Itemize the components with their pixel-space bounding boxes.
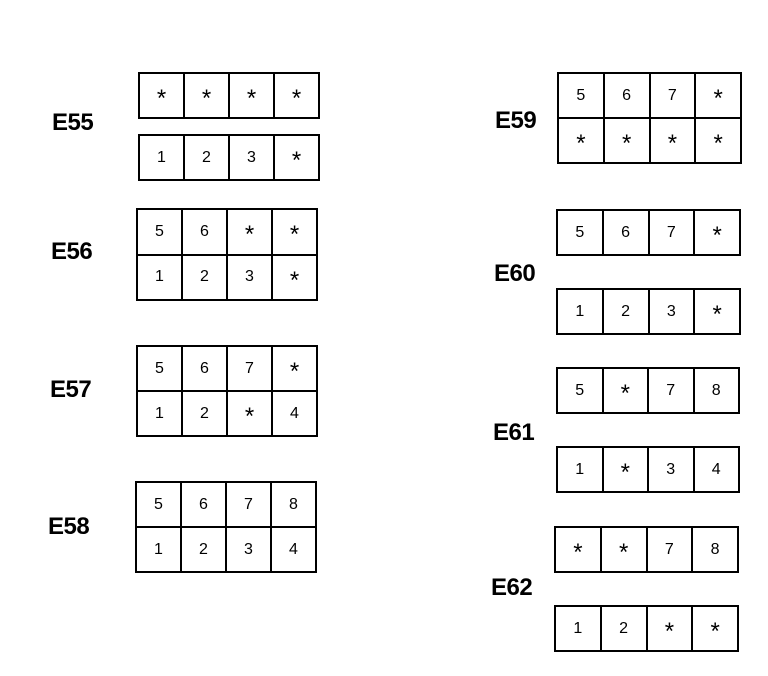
connector-label: E59 (495, 107, 537, 134)
pin-cell: 3 (227, 528, 272, 573)
pin-cell: 1 (140, 136, 185, 181)
pin-cell: 4 (272, 528, 317, 573)
pin-cell: 6 (182, 483, 227, 528)
pin-cell: 1 (138, 255, 183, 301)
connector-label: E62 (491, 574, 533, 601)
pin-cell: 5 (558, 369, 604, 414)
pin-cell: 5 (138, 210, 183, 256)
pin-cell: 2 (183, 255, 228, 301)
pin-cell: 1 (138, 392, 183, 437)
pin-cell-unused: * (603, 369, 649, 414)
pin-cell: 3 (649, 290, 696, 335)
pin-cell: 5 (559, 74, 605, 119)
pin-cell-unused: * (695, 211, 741, 256)
pin-cell-unused: * (228, 210, 273, 256)
pin-cell: 7 (649, 211, 696, 256)
pin-cell-unused: * (650, 119, 697, 164)
pin-cell-unused: * (696, 119, 742, 164)
pin-cell: 1 (558, 448, 604, 493)
pin-cell: 2 (183, 392, 228, 437)
pin-cell-unused: * (273, 347, 318, 392)
pin-cell-unused: * (273, 255, 318, 301)
pin-cell: 1 (558, 290, 604, 335)
pin-cell-unused: * (228, 392, 273, 437)
pin-cell-unused: * (601, 528, 648, 573)
pin-cell-unused: * (275, 136, 320, 181)
connector-label: E58 (48, 513, 90, 540)
pin-cell-unused: * (556, 528, 602, 573)
connector-label: E56 (51, 238, 93, 265)
pin-cell: 5 (558, 211, 604, 256)
pin-cell: 6 (183, 347, 228, 392)
pin-cell: 7 (647, 528, 694, 573)
pin-cell: 2 (601, 607, 648, 652)
pin-cell-unused: * (275, 74, 320, 119)
pin-cell-unused: * (603, 448, 649, 493)
pin-grid: **** (138, 72, 320, 119)
pin-cell: 8 (272, 483, 317, 528)
pin-cell-unused: * (647, 607, 694, 652)
pin-cell: 3 (230, 136, 275, 181)
pin-cell: 5 (138, 347, 183, 392)
pin-cell-unused: * (695, 290, 741, 335)
connector-label: E61 (493, 419, 535, 446)
pin-cell-unused: * (604, 119, 651, 164)
connector-label: E57 (50, 376, 92, 403)
pin-cell-unused: * (696, 74, 742, 119)
pin-cell-unused: * (273, 210, 318, 256)
pin-cell-unused: * (693, 607, 739, 652)
pin-cell: 4 (273, 392, 318, 437)
pin-cell: 8 (693, 528, 739, 573)
pin-cell: 7 (650, 74, 697, 119)
pin-cell: 2 (182, 528, 227, 573)
pin-cell: 1 (556, 607, 602, 652)
pin-cell: 6 (603, 211, 650, 256)
pin-cell: 3 (649, 448, 695, 493)
pin-cell-unused: * (230, 74, 275, 119)
pin-cell: 8 (694, 369, 740, 414)
pin-cell: 7 (227, 483, 272, 528)
pin-cell: 2 (185, 136, 230, 181)
pin-cell-unused: * (559, 119, 605, 164)
connector-label: E60 (494, 260, 536, 287)
pin-cell: 7 (649, 369, 695, 414)
pin-cell: 3 (228, 255, 273, 301)
pin-cell: 4 (694, 448, 740, 493)
pin-cell-unused: * (185, 74, 230, 119)
pin-cell: 7 (228, 347, 273, 392)
pin-cell: 5 (137, 483, 182, 528)
pin-cell: 6 (604, 74, 651, 119)
connector-label: E55 (52, 109, 94, 136)
pin-cell: 2 (603, 290, 650, 335)
pin-cell: 6 (183, 210, 228, 256)
pin-cell-unused: * (140, 74, 185, 119)
pin-cell: 1 (137, 528, 182, 573)
